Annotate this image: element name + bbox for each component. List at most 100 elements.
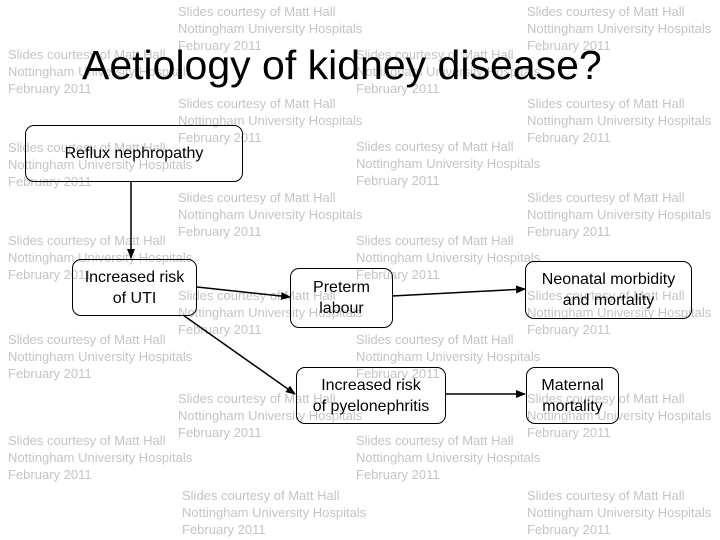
watermark-line: Slides courtesy of Matt Hall <box>356 47 514 62</box>
node-label: Maternal <box>541 376 604 394</box>
watermark-line: Slides courtesy of Matt Hall <box>8 332 166 347</box>
watermark-line: Slides courtesy of Matt Hall <box>527 391 685 406</box>
watermark-line: Slides courtesy of Matt Hall <box>8 433 166 448</box>
watermark-line: Slides courtesy of Matt Hall <box>8 140 166 155</box>
slide-title: Aetiology of kidney disease? <box>82 42 602 88</box>
watermark-line: Nottingham University Hospitals <box>178 305 363 320</box>
watermark-line: February 2011 <box>527 38 611 53</box>
node-preterm-labour: Preterm labour <box>290 268 393 328</box>
watermark-line: February 2011 <box>8 267 92 282</box>
watermark-line: February 2011 <box>527 425 611 440</box>
node-label: of pyelonephritis <box>312 397 430 415</box>
watermark-line: February 2011 <box>356 267 440 282</box>
node-increased-risk-uti: Increased risk of UTI <box>72 259 197 316</box>
watermark-line: Nottingham University Hospitals <box>8 450 193 465</box>
arrow-uti-to-preterm <box>196 286 291 301</box>
node-increased-risk-pyelonephritis: Increased risk of pyelonephritis <box>296 367 446 424</box>
watermark-line: Nottingham University Hospitals <box>178 113 363 128</box>
watermark-line: February 2011 <box>356 81 440 96</box>
watermark-line: February 2011 <box>178 425 262 440</box>
watermark-line: Slides courtesy of Matt Hall <box>178 4 336 19</box>
watermark-line: Slides courtesy of Matt Hall <box>8 233 166 248</box>
watermark-line: Slides courtesy of Matt Hall <box>527 190 685 205</box>
watermark-line: Nottingham University Hospitals <box>356 450 541 465</box>
watermark-line: Slides courtesy of Matt Hall <box>178 288 336 303</box>
arrow-uti-to-pyelo <box>182 314 296 395</box>
watermark-line: February 2011 <box>356 366 440 381</box>
watermark-line: February 2011 <box>356 467 440 482</box>
arrow-preterm-to-neonatal <box>391 285 526 297</box>
node-label: labour <box>319 300 364 317</box>
watermark-line: Nottingham University Hospitals <box>356 250 541 265</box>
watermark-line: Nottingham University Hospitals <box>356 349 541 364</box>
watermark-line: Slides courtesy of Matt Hall <box>527 96 685 111</box>
watermark-line: Nottingham University Hospitals <box>527 505 712 520</box>
watermark-line: February 2011 <box>8 467 92 482</box>
node-label: Increased risk <box>321 376 421 394</box>
watermark-line: Slides courtesy of Matt Hall <box>356 139 514 154</box>
watermark-line: Slides courtesy of Matt Hall <box>356 332 514 347</box>
watermark-line: Nottingham University Hospitals <box>527 21 712 36</box>
watermark-line: Nottingham University Hospitals <box>527 305 712 320</box>
node-label: Increased risk <box>84 268 185 286</box>
watermark-line: Slides courtesy of Matt Hall <box>527 288 685 303</box>
node-reflux-nephropathy: Reflux nephropathy <box>25 125 243 182</box>
node-label: of UTI <box>112 289 157 307</box>
watermark-line: Slides courtesy of Matt Hall <box>356 433 514 448</box>
watermark-line: Nottingham University Hospitals <box>356 64 541 79</box>
watermark-line: Slides courtesy of Matt Hall <box>356 233 514 248</box>
watermark-line: Nottingham University Hospitals <box>178 21 363 36</box>
watermark-line: Slides courtesy of Matt Hall <box>527 4 685 19</box>
watermark-line: February 2011 <box>182 522 266 537</box>
watermark-line: Nottingham University Hospitals <box>8 157 193 172</box>
watermark-line: Nottingham University Hospitals <box>178 207 363 222</box>
watermark-line: Slides courtesy of Matt Hall <box>182 488 340 503</box>
watermark-line: Nottingham University Hospitals <box>8 349 193 364</box>
watermark-line: February 2011 <box>527 224 611 239</box>
watermark-line: Slides courtesy of Matt Hall <box>178 190 336 205</box>
watermark-line: February 2011 <box>178 38 262 53</box>
node-label: Neonatal morbidity <box>541 271 676 288</box>
watermark-line: Slides courtesy of Matt Hall <box>8 47 166 62</box>
watermark-line: February 2011 <box>178 224 262 239</box>
node-label: mortality <box>542 397 603 415</box>
node-label: Reflux nephropathy <box>64 145 204 162</box>
node-neonatal-morbidity-mortality: Neonatal morbidity and mortality <box>525 261 692 319</box>
watermark-line: February 2011 <box>527 322 611 337</box>
watermark-line: Nottingham University Hospitals <box>527 408 712 423</box>
watermark-line: Nottingham University Hospitals <box>527 207 712 222</box>
watermark-line: February 2011 <box>8 366 92 381</box>
watermark-line: Nottingham University Hospitals <box>527 113 712 128</box>
node-label: and mortality <box>562 292 655 309</box>
watermark-line: Nottingham University Hospitals <box>8 64 193 79</box>
node-label: Preterm <box>313 279 370 296</box>
node-maternal-mortality: Maternal mortality <box>526 367 619 424</box>
watermark-line: Slides courtesy of Matt Hall <box>178 96 336 111</box>
watermark-line: Nottingham University Hospitals <box>182 505 367 520</box>
watermark-line: Nottingham University Hospitals <box>356 156 541 171</box>
watermark-line: Slides courtesy of Matt Hall <box>527 488 685 503</box>
watermark-line: February 2011 <box>356 173 440 188</box>
watermark-line: Nottingham University Hospitals <box>8 250 193 265</box>
watermark-line: Nottingham University Hospitals <box>178 408 363 423</box>
watermark-line: February 2011 <box>527 522 611 537</box>
